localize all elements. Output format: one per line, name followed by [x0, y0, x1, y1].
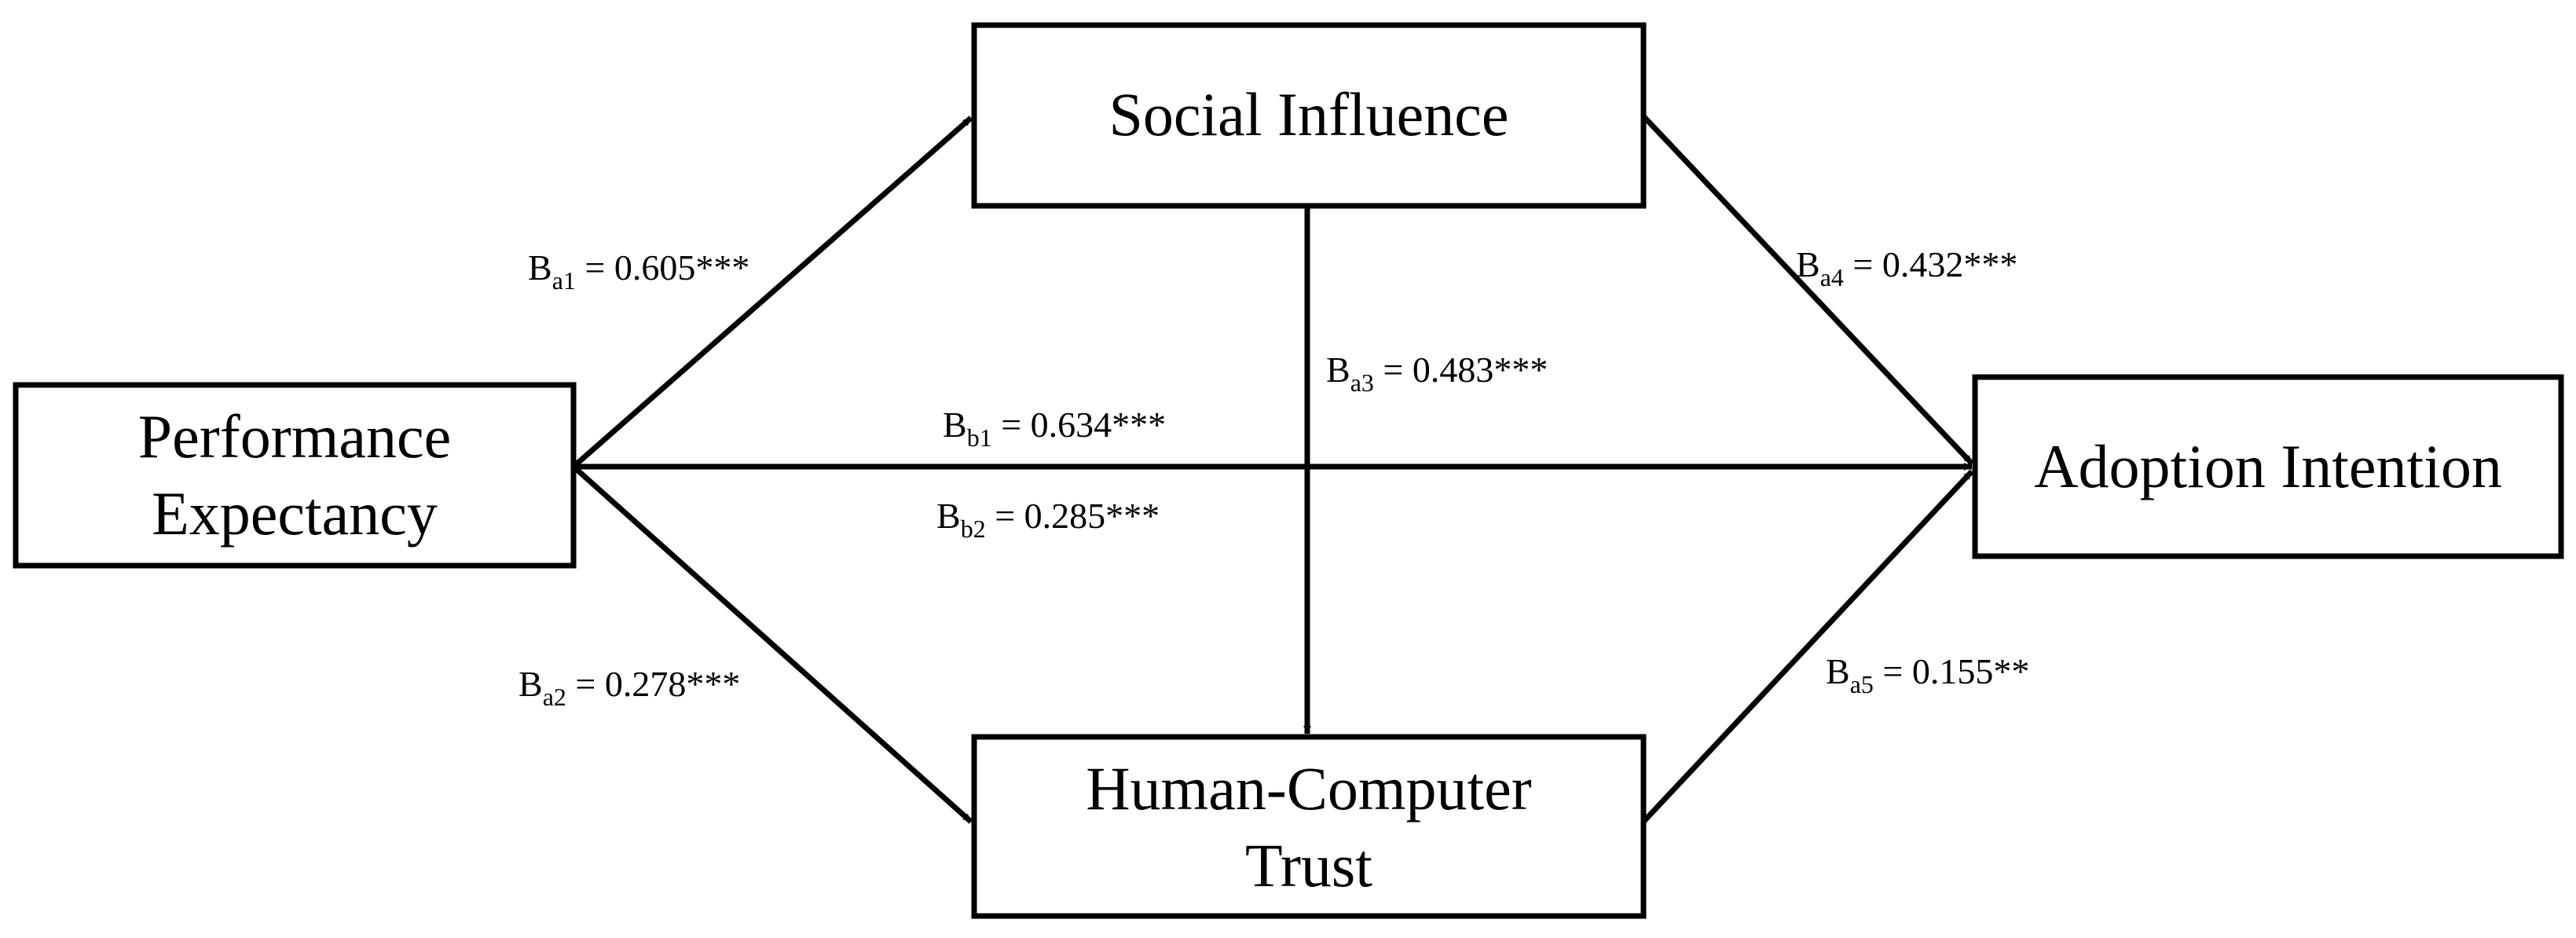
edge-label-a2: Ba2 = 0.278*** [518, 664, 740, 711]
node-box [971, 734, 1647, 919]
edge-label-b2: Bb2 = 0.285*** [936, 496, 1160, 543]
edge-label-a4: Ba4 = 0.432*** [1796, 244, 2017, 291]
edge-label-a3: Ba3 = 0.483*** [1326, 350, 1548, 397]
edge-label-b1: Bb1 = 0.634*** [943, 405, 1166, 452]
edge-a5-hct-to-ai [1641, 469, 1974, 824]
node-box [1972, 374, 2564, 559]
node-social-influence: Social Influence [971, 22, 1647, 209]
edge-a1-pe-to-si [571, 115, 973, 469]
node-label-line2: Trust [1245, 831, 1372, 900]
node-label: Social Influence [1109, 80, 1509, 148]
node-label-line1: Human-Computer [1086, 754, 1532, 823]
node-adoption-intention: Adoption Intention [1972, 374, 2564, 559]
node-label-line2: Expectancy [152, 479, 438, 548]
edge-labels: Ba1 = 0.605*** Ba2 = 0.278*** Ba3 = 0.48… [518, 244, 2029, 711]
node-performance-expectancy: Performance Expectancy [13, 382, 577, 569]
node-human-computer-trust: Human-Computer Trust [971, 734, 1647, 919]
edge-label-a1: Ba1 = 0.605*** [528, 247, 749, 295]
node-box [971, 22, 1647, 209]
edges [571, 114, 1974, 824]
node-box [13, 382, 577, 569]
edge-a4-si-to-ai [1641, 114, 1974, 466]
node-label-line1: Performance [138, 402, 451, 471]
edge-label-a5: Ba5 = 0.155** [1826, 651, 2029, 698]
edge-a2-pe-to-hct [571, 464, 973, 824]
node-label: Adoption Intention [2034, 432, 2502, 500]
